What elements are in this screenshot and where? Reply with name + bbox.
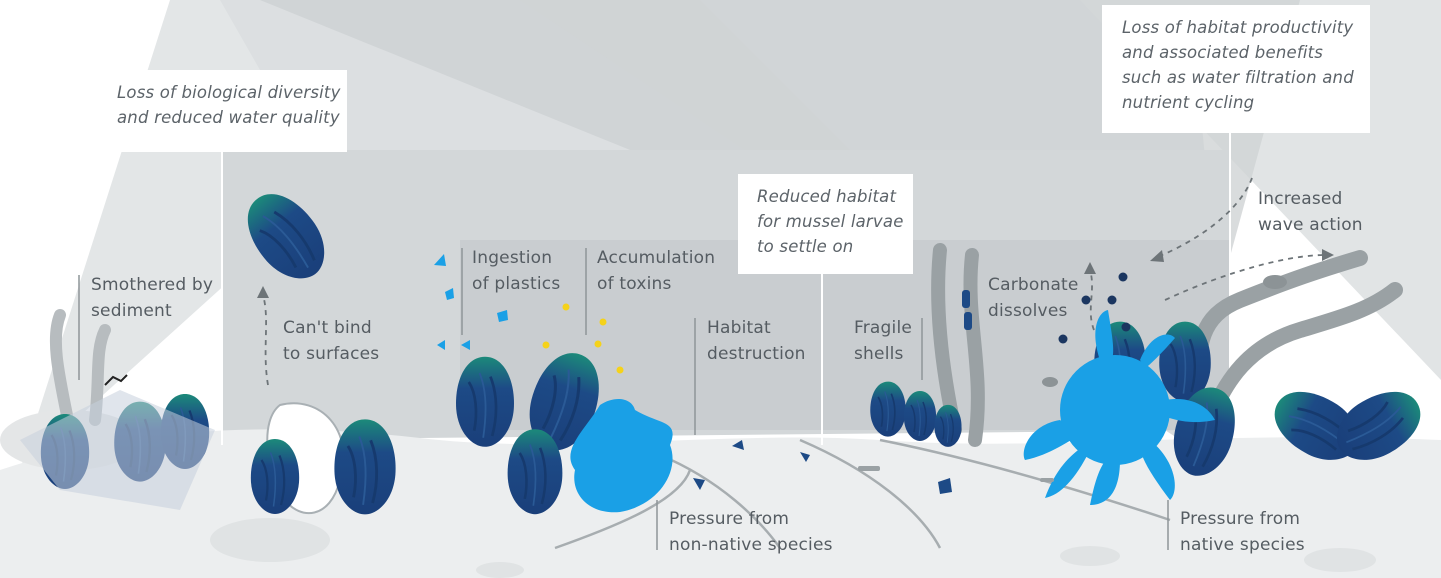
label-cant-bind: Can't bind to surfaces [283,315,379,367]
callout-line: Loss of habitat productivity [1122,15,1370,40]
label-line: Pressure from [1180,506,1305,532]
callout-line: to settle on [757,234,913,259]
label-line: wave action [1258,212,1363,238]
label-toxins: Accumulation of toxins [597,245,715,297]
label-habitat-destruction: Habitat destruction [707,315,806,367]
label-line: native species [1180,532,1305,558]
label-line: Habitat [707,315,806,341]
callout-larvae: Reduced habitat for mussel larvae to set… [738,174,913,274]
label-line: Pressure from [669,506,833,532]
label-fragile-shells: Fragile shells [854,315,912,367]
callout-line: Reduced habitat [757,184,913,209]
callout-biodiversity: Loss of biological diversity and reduced… [97,70,347,152]
callout-productivity: Loss of habitat productivity and associa… [1102,5,1370,133]
label-line: Carbonate [988,272,1079,298]
callout-line: and reduced water quality [117,105,347,130]
label-line: Increased [1258,186,1363,212]
callout-line: and associated benefits [1122,40,1370,65]
label-line: sediment [91,298,213,324]
label-nonnative: Pressure from non-native species [669,506,833,558]
label-line: of toxins [597,271,715,297]
label-line: Ingestion [472,245,560,271]
label-carbonate: Carbonate dissolves [988,272,1079,324]
label-line: shells [854,341,912,367]
callout-line: nutrient cycling [1122,90,1370,115]
label-native: Pressure from native species [1180,506,1305,558]
label-line: dissolves [988,298,1079,324]
label-line: non-native species [669,532,833,558]
callout-line: such as water filtration and [1122,65,1370,90]
label-plastics: Ingestion of plastics [472,245,560,297]
label-line: Can't bind [283,315,379,341]
label-line: Accumulation [597,245,715,271]
label-line: destruction [707,341,806,367]
callout-line: Loss of biological diversity [117,80,347,105]
label-line: to surfaces [283,341,379,367]
label-line: Smothered by [91,272,213,298]
label-line: Fragile [854,315,912,341]
label-line: of plastics [472,271,560,297]
label-wave-action: Increased wave action [1258,186,1363,238]
label-smothered: Smothered by sediment [91,272,213,324]
callout-line: for mussel larvae [757,209,913,234]
